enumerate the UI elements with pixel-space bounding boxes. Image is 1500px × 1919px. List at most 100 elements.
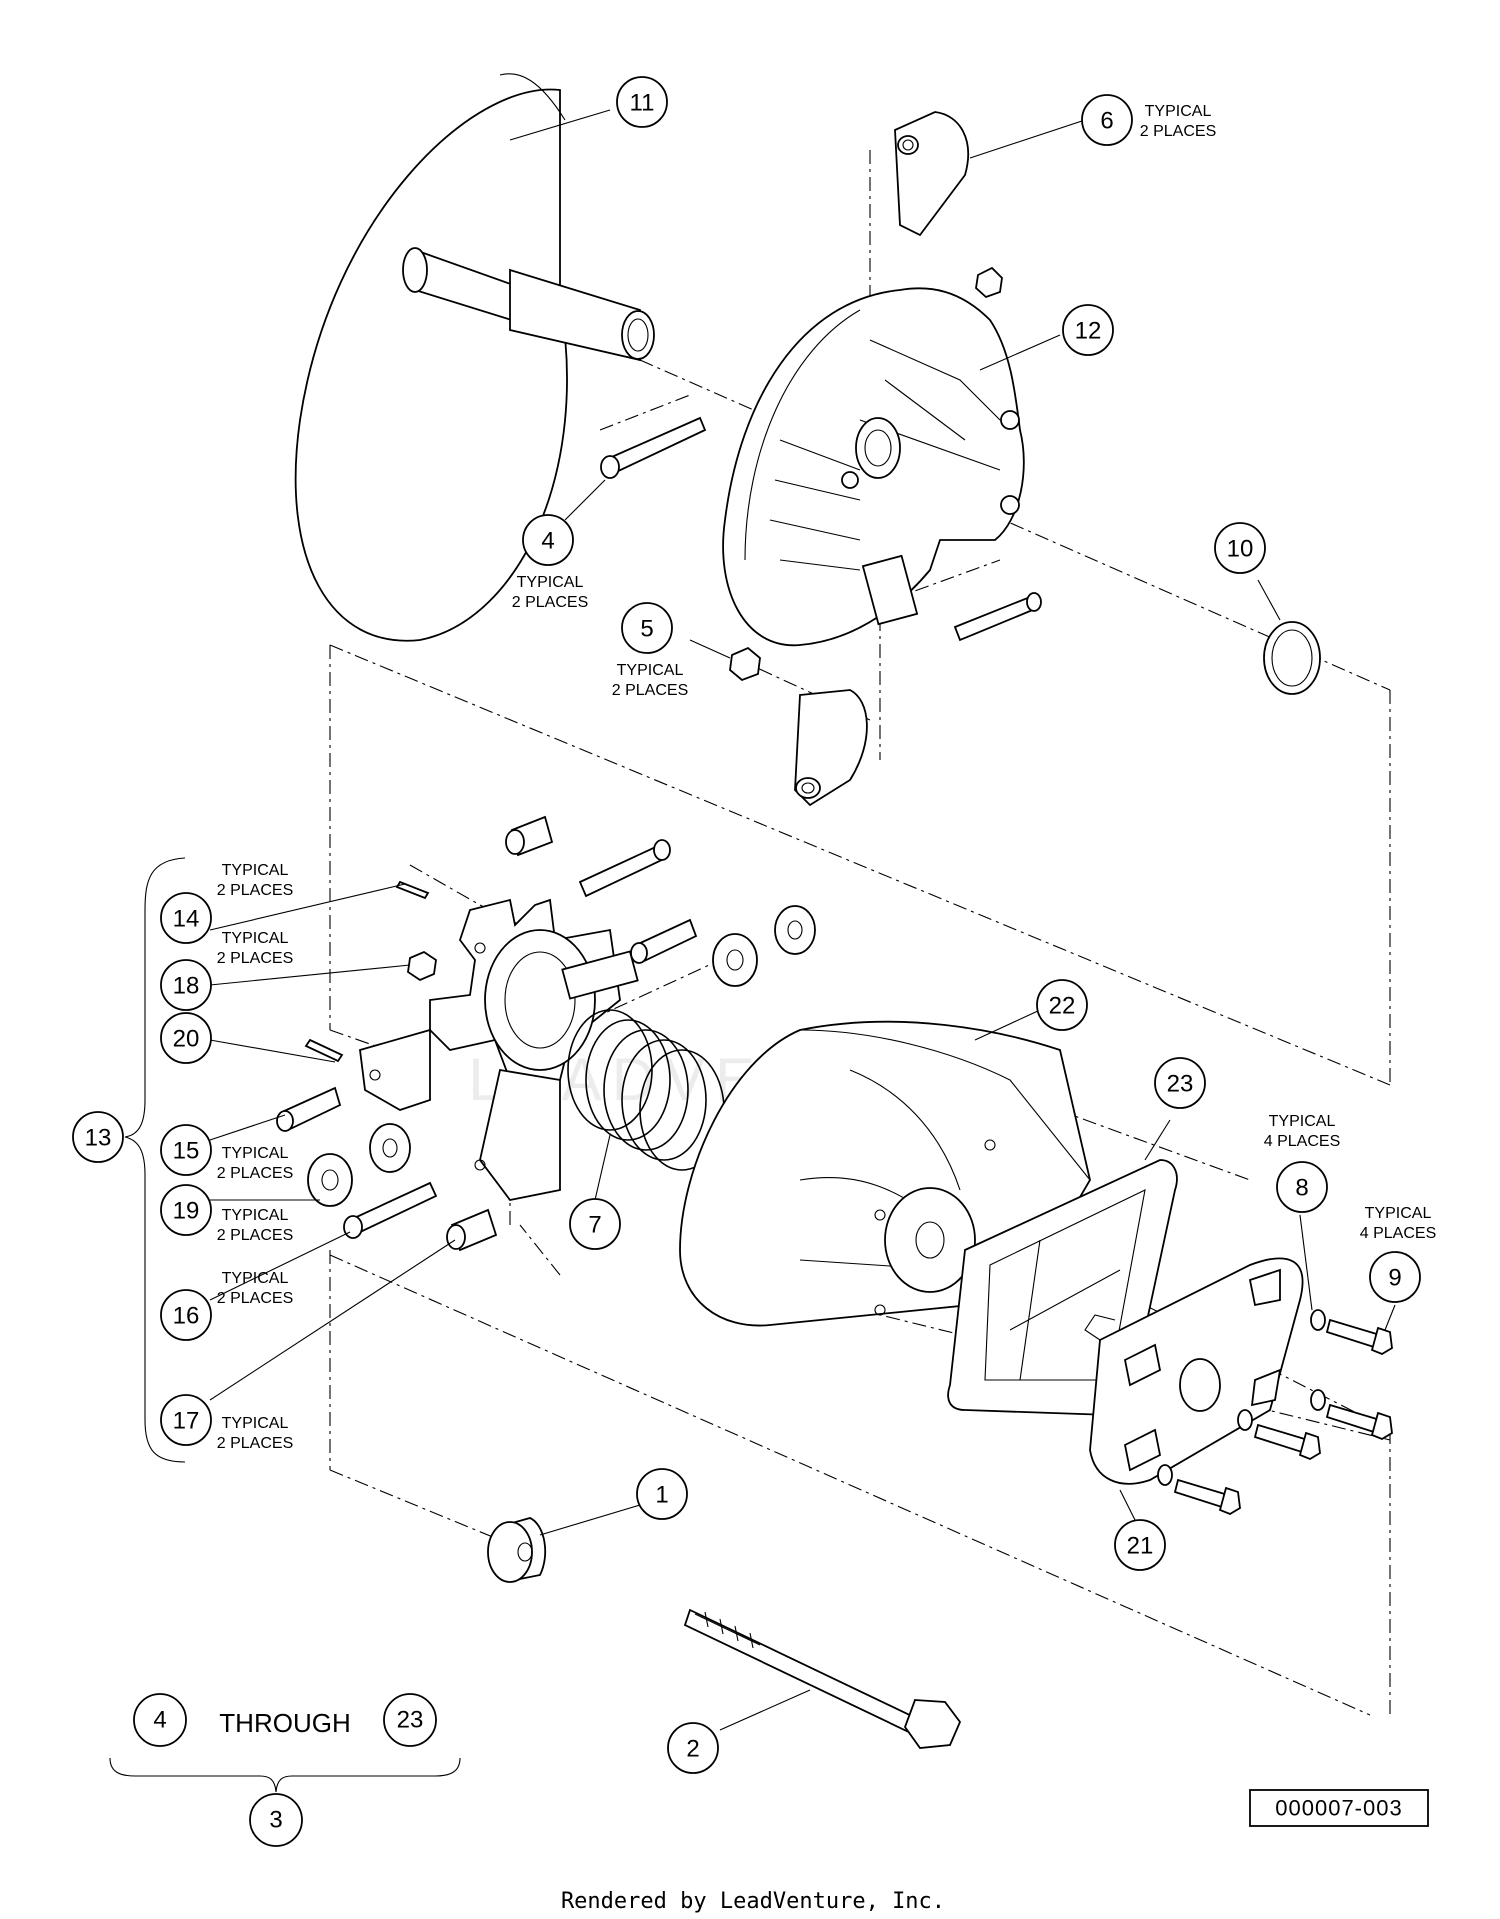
callout-number: 15 <box>173 1138 200 1165</box>
leader-lines <box>209 109 1396 1731</box>
callout-number: 12 <box>1075 318 1102 345</box>
part-6-centrifugal-weight <box>894 111 970 237</box>
callout-note-line: TYPICAL <box>222 1270 289 1287</box>
footer-credit: Rendered by LeadVenture, Inc. <box>561 1889 945 1914</box>
callout-11: 11 <box>616 76 668 128</box>
callout-number: 4 <box>541 528 554 555</box>
callout-bubble <box>616 76 668 128</box>
callout-number: 17 <box>173 1408 200 1435</box>
callout-number: 5 <box>640 616 653 643</box>
callout-note-line: 2 PLACES <box>217 1165 293 1182</box>
callout-number: 14 <box>173 906 200 933</box>
part-17-bushing <box>446 1208 498 1252</box>
callout-number: 1 <box>655 1482 668 1509</box>
callout-2: 2 <box>667 1722 719 1774</box>
callout-note-line: TYPICAL <box>1365 1205 1432 1222</box>
callout-16: 16 TYPICAL 2 PLACES <box>160 1270 293 1341</box>
part-12-movable-sheave <box>722 266 1025 646</box>
range-result-number: 3 <box>269 1807 282 1834</box>
range-through-word: THROUGH <box>219 1708 350 1738</box>
callout-number: 20 <box>173 1026 200 1053</box>
callout-number: 9 <box>1388 1265 1401 1292</box>
part-8-washers <box>1157 1309 1326 1486</box>
callout-number: 22 <box>1049 993 1076 1020</box>
part-4-bolt-second <box>953 592 1042 642</box>
callout-bubble <box>160 1184 212 1236</box>
callout-bubble <box>522 514 574 566</box>
callout-note-line: 2 PLACES <box>1140 123 1216 140</box>
part-20-roll-pin <box>304 1038 344 1063</box>
part-pin-mid <box>630 918 698 964</box>
part-bolt-top <box>578 839 671 898</box>
callout-number: 23 <box>1167 1071 1194 1098</box>
callout-bubble <box>160 959 212 1011</box>
callout-number: 16 <box>173 1303 200 1330</box>
part-6-centrifugal-weight-second <box>794 689 868 807</box>
part-11-fixed-sheave <box>294 73 655 642</box>
callout-note-line: TYPICAL <box>517 574 584 591</box>
callout-1: 1 <box>636 1468 688 1520</box>
callout-bubble <box>1154 1057 1206 1109</box>
part-rollers-mid <box>712 905 816 987</box>
part-5-nut <box>729 646 761 682</box>
callout-bubble <box>1114 1519 1166 1571</box>
callout-9: 9 TYPICAL 4 PLACES <box>1360 1205 1436 1303</box>
part-4-bolt <box>600 416 707 479</box>
callout-number: 10 <box>1227 536 1254 563</box>
callout-bubble <box>1369 1251 1421 1303</box>
callout-12: 12 <box>1062 304 1114 356</box>
group-13-brace <box>124 857 186 1463</box>
drawing-reference-number: 000007-003 <box>1275 1796 1402 1821</box>
callout-bubble <box>160 1124 212 1176</box>
callout-number: 6 <box>1100 108 1113 135</box>
callout-note-line: TYPICAL <box>222 1145 289 1162</box>
callout-number: 7 <box>588 1212 601 1239</box>
callout-bubble <box>1214 522 1266 574</box>
callout-number: 19 <box>173 1198 200 1225</box>
callout-note-line: TYPICAL <box>222 1207 289 1224</box>
callout-note-line: 2 PLACES <box>612 682 688 699</box>
callout-bubble <box>160 1289 212 1341</box>
callout-10: 10 <box>1214 522 1266 574</box>
callout-15: 15 TYPICAL 2 PLACES <box>160 1124 293 1182</box>
callout-21: 21 <box>1114 1519 1166 1571</box>
callout-note-line: TYPICAL <box>617 662 684 679</box>
callout-bubble <box>1062 304 1114 356</box>
callout-note-line: 4 PLACES <box>1360 1225 1436 1242</box>
callout-number: 21 <box>1127 1533 1154 1560</box>
part-16-bolt <box>343 1181 438 1239</box>
callout-note-line: 2 PLACES <box>217 882 293 899</box>
part-10-o-ring <box>1263 621 1321 695</box>
callout-bubble <box>160 892 212 944</box>
callout-note-line: 4 PLACES <box>1264 1133 1340 1150</box>
callout-number: 2 <box>686 1736 699 1763</box>
callout-number: 8 <box>1295 1175 1308 1202</box>
part-bushing-top <box>505 815 554 857</box>
callout-bubble <box>636 1468 688 1520</box>
part-18-nut <box>407 950 437 982</box>
part-21-end-cap <box>1084 1257 1304 1485</box>
part-2-long-bolt <box>683 1608 962 1749</box>
callout-note-line: TYPICAL <box>222 1415 289 1432</box>
callout-bubble <box>160 1394 212 1446</box>
callout-note-line: TYPICAL <box>1269 1113 1336 1130</box>
callout-8: 8 TYPICAL 4 PLACES <box>1264 1113 1340 1213</box>
callout-bubble <box>569 1198 621 1250</box>
callout-20: 20 <box>160 1012 212 1064</box>
callout-note-line: 2 PLACES <box>512 594 588 611</box>
callout-bubble <box>667 1722 719 1774</box>
callout-note-line: TYPICAL <box>222 862 289 879</box>
callout-13: 13 <box>72 1111 124 1163</box>
callout-note-line: 2 PLACES <box>217 950 293 967</box>
callout-bubble <box>1081 94 1133 146</box>
range-to-number: 23 <box>397 1707 424 1734</box>
callout-note-line: 2 PLACES <box>217 1290 293 1307</box>
part-19-roller <box>307 1123 411 1207</box>
callout-note-line: 2 PLACES <box>217 1227 293 1244</box>
